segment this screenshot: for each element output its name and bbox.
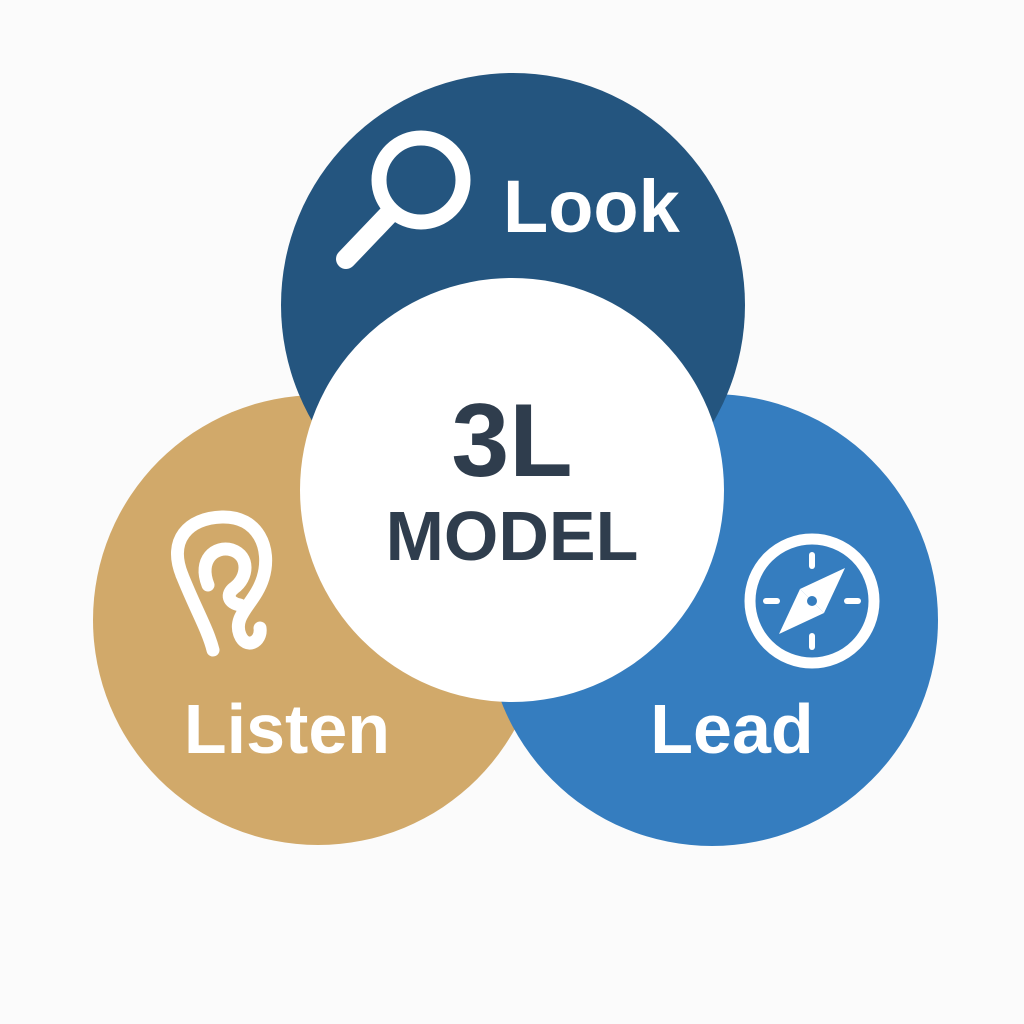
lead-label: Lead <box>650 690 813 768</box>
ear-icon <box>171 510 273 657</box>
center-subtitle: MODEL <box>386 497 639 575</box>
center-title: 3L <box>451 383 572 499</box>
compass-icon <box>744 533 880 669</box>
center-circle <box>300 278 724 702</box>
look-label: Look <box>503 165 681 248</box>
magnifying-glass-icon <box>336 130 471 269</box>
listen-label: Listen <box>184 690 390 768</box>
